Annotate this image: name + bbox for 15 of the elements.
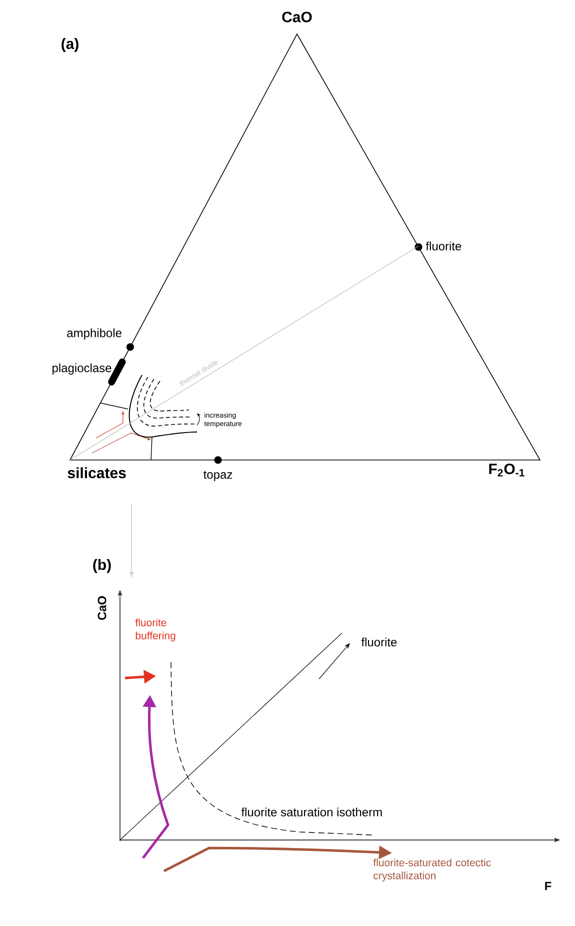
vertex-label: silicates <box>68 467 126 478</box>
label: (a) <box>62 38 78 52</box>
vertex-label: CaO <box>282 12 312 22</box>
label: fluorite-saturated cotectic crystallization <box>373 858 491 882</box>
label: amphibole <box>67 328 122 340</box>
label: fluorite saturation isotherm <box>241 808 382 816</box>
label: (b) <box>93 559 111 573</box>
label: F <box>545 882 552 890</box>
vertex-label: fluorite <box>426 242 462 250</box>
label: CaO <box>98 596 106 620</box>
label: fluorite buffering <box>135 618 176 642</box>
label: topaz <box>204 470 232 482</box>
label: plagioclase <box>52 363 112 375</box>
label: fluorite <box>361 638 397 646</box>
vertex-label: F$_{2}$O$_{-1}$ <box>489 464 524 476</box>
